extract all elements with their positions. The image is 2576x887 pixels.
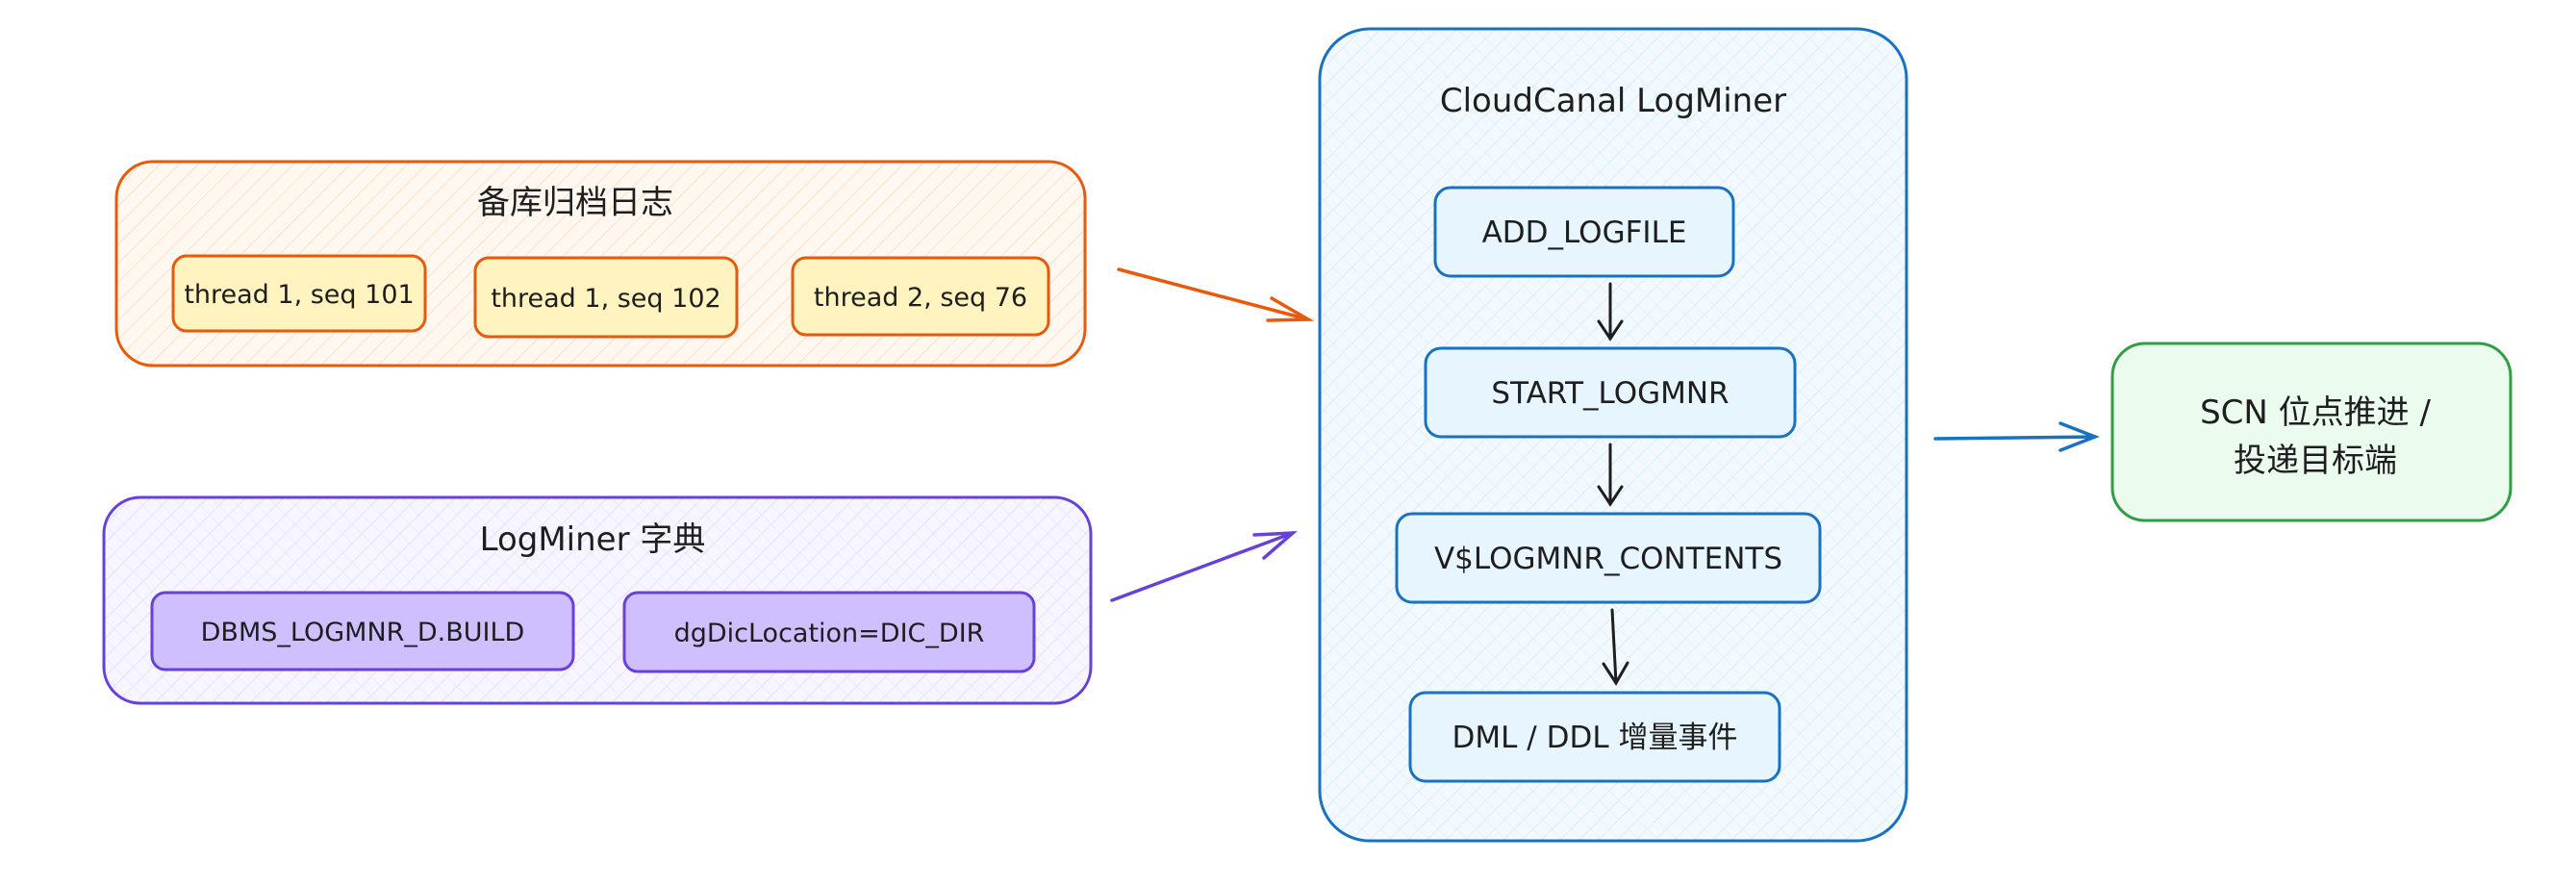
logminer-to-output-arrow [1933,421,2100,452]
output-label-line: SCN 位点推进 / [2200,393,2431,432]
logminer-step: START_LOGMNR [1424,346,1797,439]
dictionary-item-label: DBMS_LOGMNR_D.BUILD [201,618,525,647]
archive-log-label: thread 2, seq 76 [814,283,1027,313]
dictionary-to-logminer-arrow [1110,530,1298,602]
step-arrow [1597,443,1624,507]
archive-log-label: thread 1, seq 101 [184,280,414,310]
output-label-line: 投递目标端 [2234,442,2397,480]
dictionary-item-chip: dgDicLocation=DIC_DIR [622,591,1036,673]
logminer-step-label: V$LOGMNR_CONTENTS [1434,542,1782,576]
logminer-step: ADD_LOGFILE [1433,186,1735,278]
step-arrow [1602,608,1629,686]
logminer-step-label: DML / DDL 增量事件 [1452,721,1738,755]
logminer-step: V$LOGMNR_CONTENTS [1395,512,1822,604]
archive-to-logminer-arrow [1117,267,1315,322]
archive-log-chip: thread 1, seq 101 [171,254,427,333]
logminer-step-label: ADD_LOGFILE [1482,215,1687,250]
dictionary-item-label: dgDicLocation=DIC_DIR [674,619,985,648]
output-box: SCN 位点推进 / 投递目标端 [2110,342,2513,522]
dictionary-item-chip: DBMS_LOGMNR_D.BUILD [150,591,575,672]
output-box-shape [2110,342,2513,522]
step-arrow [1597,282,1624,342]
dictionary-group-title: LogMiner 字典 [480,520,706,559]
archive-log-chip: thread 1, seq 102 [473,256,739,339]
logminer-container: CloudCanal LogMiner ADD_LOGFILE START_LO… [1318,27,1908,843]
archive-log-group-title: 备库归档日志 [477,184,673,222]
archive-log-group: 备库归档日志 thread 1, seq 101 thread 1, seq 1… [114,160,1087,367]
logminer-step-label: START_LOGMNR [1491,376,1729,411]
logminer-container-title: CloudCanal LogMiner [1440,82,1786,120]
dictionary-group: LogMiner 字典 DBMS_LOGMNR_D.BUILD dgDicLoc… [102,495,1093,705]
archive-log-chip: thread 2, seq 76 [791,256,1050,337]
logminer-step: DML / DDL 增量事件 [1408,691,1781,783]
archive-log-label: thread 1, seq 102 [491,284,720,314]
